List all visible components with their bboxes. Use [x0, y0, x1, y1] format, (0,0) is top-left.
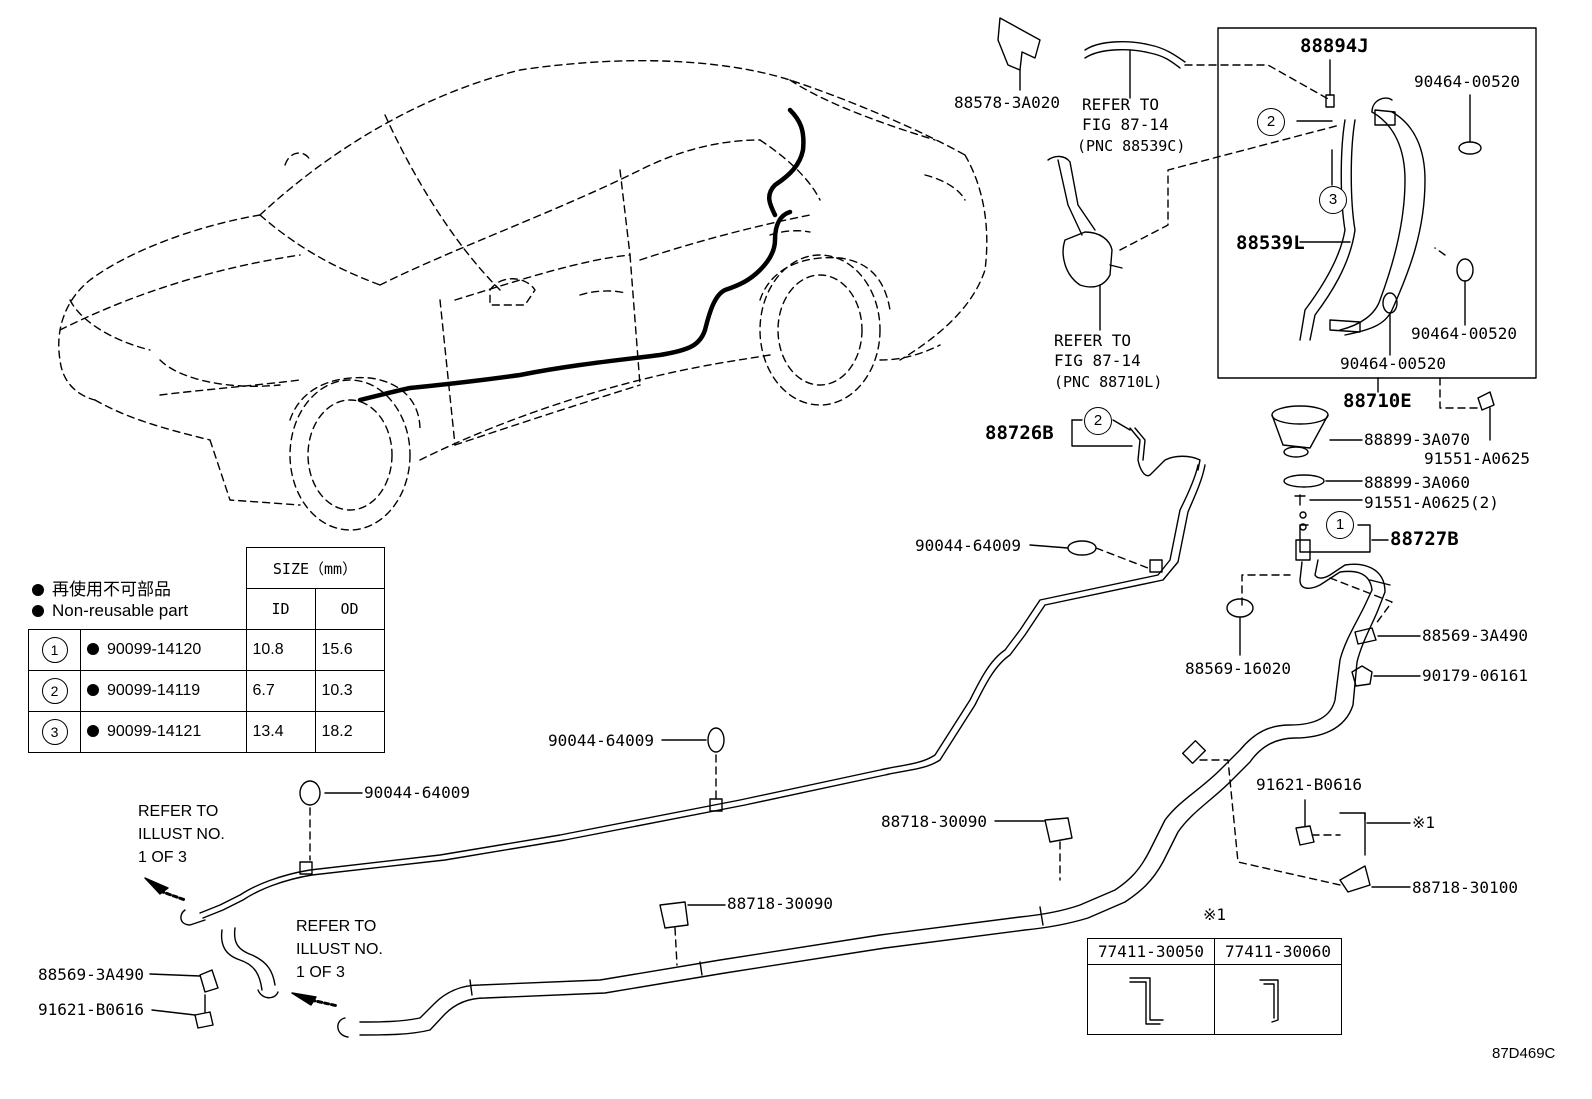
- callout-2-connector: 2: [1084, 407, 1112, 435]
- fill-hose: [337, 559, 1391, 1038]
- label-88727b: 88727B: [1390, 528, 1459, 550]
- outer-diameter: 10.3: [314, 670, 385, 712]
- outer-diameter: 18.2: [314, 711, 385, 753]
- bracket-a-number: 77411-30050: [1087, 938, 1215, 965]
- clamp-88718-a: [1044, 817, 1073, 843]
- label-90464-00520-b: 90464-00520: [1411, 324, 1517, 343]
- label-88726b: 88726B: [985, 422, 1054, 444]
- clamp-88718-c: [659, 901, 689, 929]
- label-90179-06161: 90179-06161: [1422, 666, 1528, 685]
- size-header: SIZE（mm）: [245, 547, 385, 589]
- label-91551-a0625-2: 91551-A0625(2): [1364, 493, 1499, 512]
- callout-2-box: 2: [1257, 108, 1285, 136]
- part-number: 90099-14121: [107, 723, 202, 740]
- row-number: 2: [41, 678, 68, 704]
- legend-ja: 再使用不可部品: [32, 575, 171, 600]
- kit-box-88710e: [1217, 27, 1537, 379]
- row-number: 1: [41, 637, 68, 663]
- inner-diameter: 10.8: [245, 629, 316, 671]
- label-88578-3a020: 88578-3A020: [954, 93, 1060, 112]
- label-88569-3a490-b: 88569-3A490: [38, 965, 144, 984]
- lower-left-hose: [149, 927, 279, 1029]
- label-90464-00520-a: 90464-00520: [1414, 72, 1520, 91]
- label-90044-64009-a: 90044-64009: [915, 536, 1021, 555]
- table-row: 2 90099-14119 6.7 10.3: [28, 670, 385, 712]
- label-ref1-c: (PNC 88539C): [1077, 137, 1186, 155]
- label-88710e: 88710E: [1343, 390, 1412, 412]
- note-refer-illust-1: REFER TO ILLUST NO. 1 OF 3: [138, 803, 225, 866]
- label-91621-b0616-a: 91621-B0616: [1256, 775, 1362, 794]
- table-row: 3 90099-14121 13.4 18.2: [28, 711, 385, 753]
- label-ref2-c: (PNC 88710L): [1054, 373, 1163, 391]
- label-mark-1: ※1: [1412, 813, 1436, 832]
- clamp-90464-a: [1458, 141, 1482, 155]
- label-ref2-a: REFER TO: [1054, 331, 1132, 350]
- label-ref1-a: REFER TO: [1082, 95, 1160, 114]
- part-number: 90099-14119: [107, 682, 201, 699]
- label-88718-30090-a: 88718-30090: [881, 812, 987, 831]
- label-91551-a0625-a: 91551-A0625: [1424, 449, 1530, 468]
- clamp-90044-a: [1067, 540, 1097, 556]
- label-bracket-mark: ※1: [1203, 905, 1227, 924]
- bracket-variants-table: 77411-30050 77411-30060: [1087, 938, 1342, 1035]
- callout-1-neck: 1: [1326, 511, 1354, 539]
- bullet-icon: [87, 684, 99, 696]
- bullet-icon: [32, 584, 44, 596]
- inner-diameter: 13.4: [245, 711, 316, 753]
- col-id-header: ID: [245, 588, 316, 630]
- seal-size-table: SIZE（mm） ID OD 1 90099-14120 10.8 15.6 2…: [28, 547, 385, 753]
- inner-diameter: 6.7: [245, 670, 316, 712]
- label-88569-16020: 88569-16020: [1185, 659, 1291, 678]
- label-88899-3a070: 88899-3A070: [1364, 430, 1470, 449]
- bracket-b-cell: [1214, 964, 1342, 1035]
- label-88718-30100: 88718-30100: [1412, 878, 1518, 897]
- bracket-a-cell: [1087, 964, 1215, 1035]
- label-ref1-b: FIG 87-14: [1082, 115, 1169, 134]
- filler-neck-88899: [1271, 405, 1329, 561]
- label-88718-30090-b: 88718-30090: [727, 894, 833, 913]
- clamp-90044-b: [707, 727, 725, 753]
- label-90044-64009-b: 90044-64009: [548, 731, 654, 750]
- gasket-88578: [997, 17, 1041, 71]
- callout-3-box: 3: [1319, 186, 1347, 214]
- bullet-icon: [32, 605, 44, 617]
- car-hose-highlight: [357, 107, 806, 403]
- label-88899-3a060: 88899-3A060: [1364, 473, 1470, 492]
- bracket-b-number: 77411-30060: [1214, 938, 1342, 965]
- bracket-88726b: [1071, 419, 1133, 447]
- car-outline: [58, 59, 988, 531]
- outer-diameter: 15.6: [314, 629, 385, 671]
- hose-88539l: [1299, 97, 1426, 341]
- label-88569-3a490-a: 88569-3A490: [1422, 626, 1528, 645]
- diagram-code: 87D469C: [1492, 1045, 1556, 1062]
- label-88539l: 88539L: [1236, 232, 1305, 254]
- label-90044-64009-c: 90044-64009: [364, 783, 470, 802]
- clamp-90464-b: [1456, 258, 1474, 282]
- note-refer-illust-2: REFER TO ILLUST NO. 1 OF 3: [296, 918, 383, 981]
- pipe-main: [180, 464, 1206, 926]
- part-number: 90099-14120: [107, 641, 202, 658]
- bullet-icon: [87, 725, 99, 737]
- bullet-icon: [87, 643, 99, 655]
- legend-en: Non-reusable part: [32, 601, 188, 621]
- label-88894j: 88894J: [1300, 35, 1369, 57]
- label-90464-00520-c: 90464-00520: [1340, 354, 1446, 373]
- label-ref2-b: FIG 87-14: [1054, 351, 1141, 370]
- row-number: 3: [41, 719, 68, 745]
- col-od-header: OD: [314, 588, 385, 630]
- clamp-90044-c: [299, 780, 321, 806]
- reservoir-88710l: [1047, 124, 1341, 331]
- hose-88539c: [1084, 41, 1186, 63]
- table-row: 1 90099-14120 10.8 15.6: [28, 629, 385, 671]
- label-91621-b0616-b: 91621-B0616: [38, 1000, 144, 1019]
- clamp-88569-16020: [1226, 598, 1254, 618]
